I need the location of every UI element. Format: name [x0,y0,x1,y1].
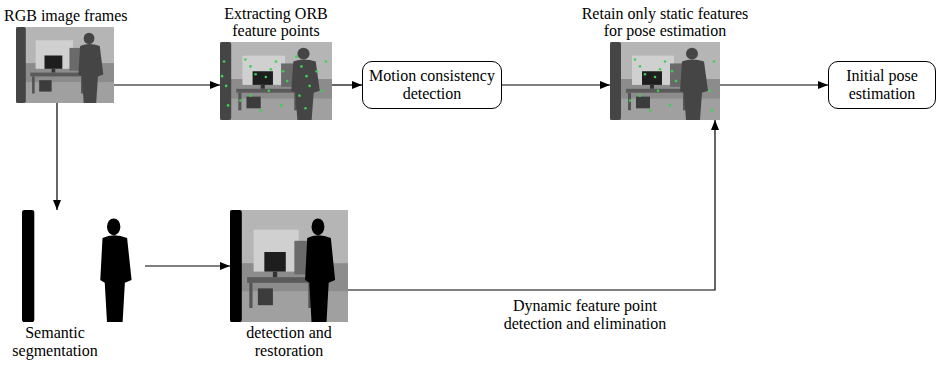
scene-shape [22,210,132,322]
edge-label: Dynamic feature point detection and elim… [485,297,685,334]
static-feature-photo [610,42,720,120]
image-caption: detection and restoration [224,324,354,359]
scene-shape [22,210,145,322]
scene-shape [230,210,335,322]
image-panel: RGB image frames [16,27,114,103]
flow-arrow [502,84,610,85]
image-caption: Retain only static features for pose est… [573,5,758,40]
image-panel: detection and restoration [230,210,348,322]
scene-shape [230,210,348,322]
restored-photo [230,210,348,322]
scene-shape [610,42,708,120]
image-caption: RGB image frames [4,7,128,25]
scene-shape [16,27,114,103]
scene-shape [221,55,328,111]
flow-arrow [145,265,230,266]
flow-arrow [332,84,362,85]
process-label: Initial pose estimation [835,67,929,104]
process-label: Motion consistency detection [369,67,495,104]
process-box: Motion consistency detection [362,61,502,110]
orb-feature-photo [220,42,332,120]
segmentation-mask [22,210,145,322]
image-panel: Retain only static features for pose est… [610,42,720,120]
flow-arrow [348,120,715,290]
image-caption: Semantic segmentation [5,324,105,359]
process-box: Initial pose estimation [828,61,936,110]
image-panel: Extracting ORB feature points [220,42,332,120]
scene-shape [220,42,332,120]
flow-arrow [114,84,220,85]
scene-shape [629,58,716,111]
flow-arrow [720,84,828,85]
scene-shape [610,42,720,120]
image-panel: Semantic segmentation [22,210,145,322]
scene-shape [16,27,103,103]
image-caption: Extracting ORB feature points [201,5,351,40]
rgb-frame-photo [16,27,114,103]
flow-arrow [56,103,57,210]
